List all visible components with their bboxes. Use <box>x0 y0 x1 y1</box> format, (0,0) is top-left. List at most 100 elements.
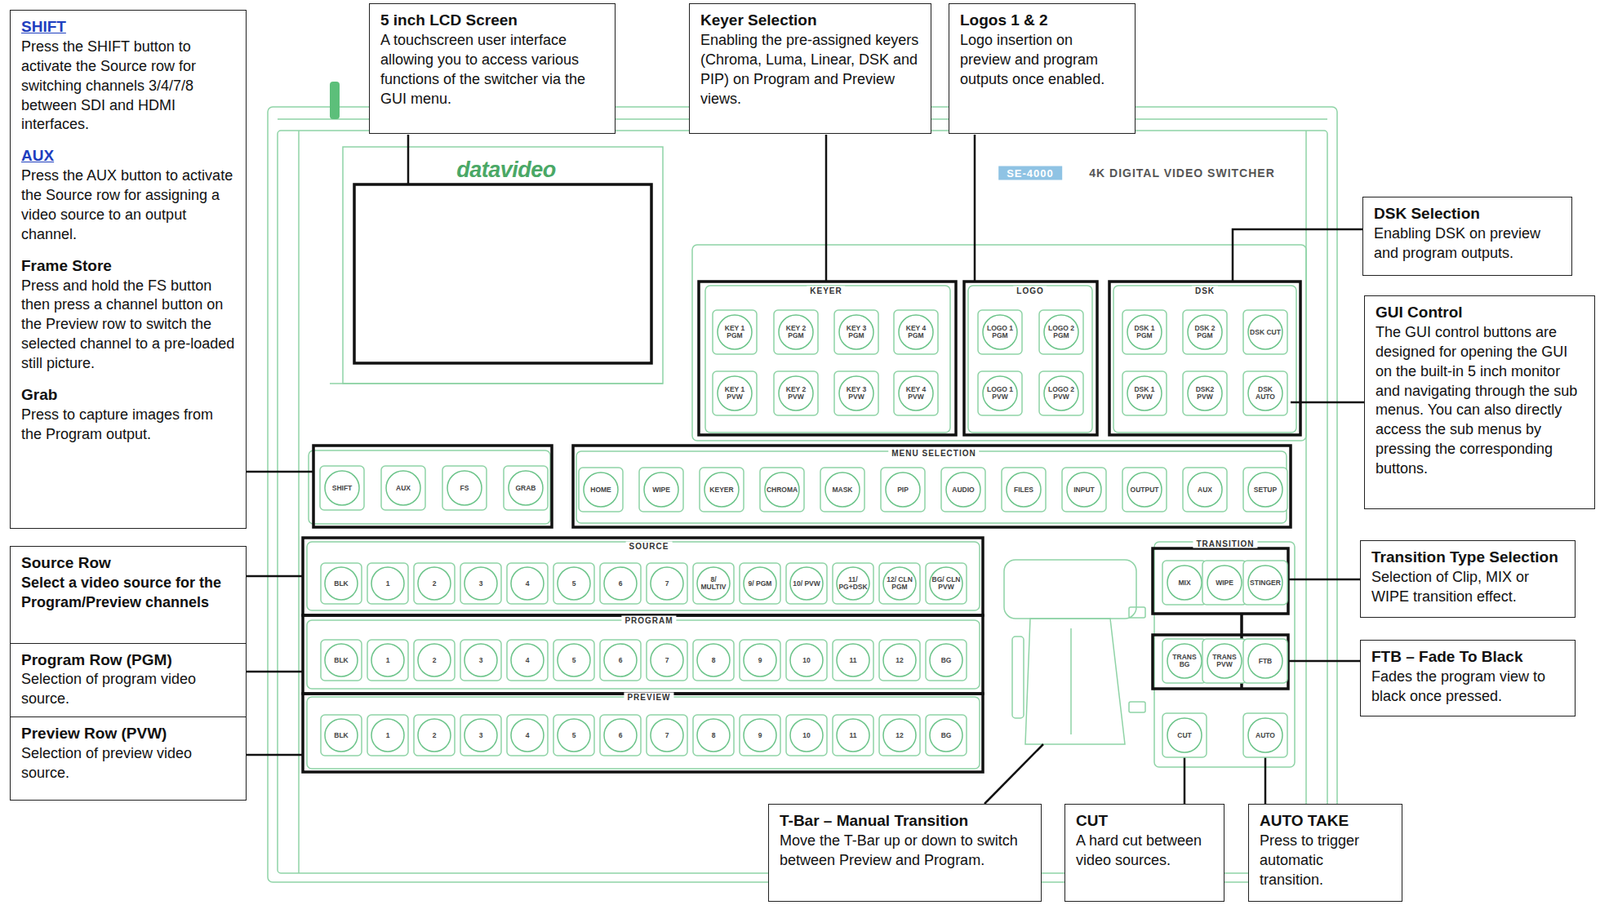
button-symbol <box>773 371 818 416</box>
button-label: WIPE <box>644 486 678 494</box>
callout-text: A touchscreen user interface allowing yo… <box>380 31 605 110</box>
button-label: 10 <box>790 657 823 665</box>
button-label: 2 <box>417 580 451 588</box>
button-label: 5 <box>557 580 591 588</box>
button-symbol <box>553 715 595 756</box>
button-label: 1 <box>371 580 405 588</box>
button-label: AUX <box>1188 486 1222 494</box>
button-label: KEY 4 PVW <box>899 386 933 401</box>
button-symbol <box>925 563 967 605</box>
button-symbol <box>1243 371 1288 416</box>
button-symbol <box>503 466 548 511</box>
panel-section-label: KEYER <box>806 286 845 296</box>
button-symbol <box>832 715 874 756</box>
button-label: GRAB <box>509 484 543 493</box>
button-label: 6 <box>604 732 637 740</box>
button-symbol <box>1243 639 1288 684</box>
button-symbol <box>1122 467 1167 512</box>
button-symbol <box>600 640 641 681</box>
callout-heading: Program Row (PGM) <box>21 650 236 672</box>
button-label: DSK AUTO <box>1248 386 1282 401</box>
button-symbol <box>893 310 938 355</box>
button-label: WIPE <box>1208 579 1241 587</box>
button-label: OUTPUT <box>1128 486 1161 494</box>
button-label: LOGO 2 PVW <box>1044 386 1078 401</box>
button-label: 3 <box>464 657 498 665</box>
button-symbol <box>1162 713 1207 758</box>
button-symbol <box>1182 467 1227 512</box>
button-label: DSK2 PVW <box>1188 386 1222 401</box>
button-label: 8 <box>697 732 730 740</box>
panel-section-label: PREVIEW <box>623 693 674 703</box>
button-symbol <box>1243 310 1288 355</box>
button-symbol <box>832 563 874 605</box>
callout-box: Preview Row (PVW)Selection of preview vi… <box>9 716 247 801</box>
button-label: FTB <box>1248 657 1282 666</box>
button-symbol <box>1243 713 1288 758</box>
button-label: KEYER <box>705 486 738 494</box>
button-label: 3 <box>464 732 498 740</box>
button-label: CUT <box>1168 732 1201 740</box>
callout-heading: AUX <box>21 146 236 167</box>
button-symbol <box>460 640 502 681</box>
button-label: KEY 1 PVW <box>718 386 752 401</box>
panel-section-label: LOGO <box>1013 286 1047 296</box>
button-label: KEY 3 PVW <box>840 386 873 401</box>
button-label: DSK CUT <box>1248 328 1282 337</box>
button-label: 4 <box>511 657 544 665</box>
button-label: 12 <box>883 732 916 740</box>
callout-text: Press the AUX button to activate the Sou… <box>21 166 236 245</box>
button-label: PIP <box>886 486 920 494</box>
button-label: 5 <box>557 657 591 665</box>
callout-text: Logo insertion on preview and program ou… <box>960 31 1125 90</box>
button-label: 6 <box>604 657 637 665</box>
callout-box: Program Row (PGM)Selection of program vi… <box>9 643 247 719</box>
button-symbol <box>977 310 1023 355</box>
button-symbol <box>1039 371 1084 416</box>
callout-heading: Preview Row (PVW) <box>21 724 236 745</box>
button-label: BLK <box>324 732 358 740</box>
callout-text: Select a video source for the Program/Pr… <box>21 573 236 614</box>
button-symbol <box>1202 639 1247 684</box>
button-symbol <box>506 715 548 756</box>
button-label: HOME <box>584 486 618 494</box>
button-symbol <box>553 563 595 605</box>
button-symbol <box>879 640 920 681</box>
button-label: AUDIO <box>946 486 980 494</box>
callout-text: Press to trigger automatic transition. <box>1259 831 1392 891</box>
button-symbol <box>739 715 781 756</box>
callout-heading: GUI Control <box>1375 302 1584 324</box>
button-label: SHIFT <box>325 484 359 493</box>
callout-heading: 5 inch LCD Screen <box>380 10 605 32</box>
button-label: 2 <box>417 657 451 665</box>
callout-heading: DSK Selection <box>1373 204 1561 225</box>
callout-box: Transition Type SelectionSelection of Cl… <box>1360 540 1576 618</box>
button-label: 3 <box>464 580 498 588</box>
button-label: 7 <box>650 657 684 665</box>
callout-heading: AUTO TAKE <box>1259 811 1392 832</box>
button-label: 4 <box>511 580 544 588</box>
button-label: AUTO <box>1248 732 1282 740</box>
callout-text: A hard cut between video sources. <box>1075 831 1214 872</box>
button-symbol <box>739 563 781 605</box>
button-label: CHROMA <box>765 486 799 494</box>
button-label: BG <box>929 732 963 740</box>
button-label: DSK 2 PGM <box>1188 324 1222 340</box>
button-symbol <box>320 640 362 681</box>
callout-text: Selection of preview video source. <box>21 744 236 784</box>
button-symbol <box>1162 639 1207 684</box>
callout-box: Source RowSelect a video source for the … <box>9 546 247 645</box>
button-label: 11/ PG+DSK <box>836 576 870 592</box>
callout-text: Fades the program view to black once pre… <box>1371 667 1565 707</box>
button-symbol <box>786 563 827 605</box>
button-label: DSK 1 PVW <box>1128 386 1161 401</box>
callout-heading: Frame Store <box>21 256 236 277</box>
button-symbol <box>879 563 920 605</box>
button-label: 6 <box>604 580 637 588</box>
callout-text: Press to capture images from the Program… <box>21 405 236 445</box>
button-label: KEY 4 PGM <box>899 324 933 340</box>
callout-box: Keyer SelectionEnabling the pre-assigned… <box>688 3 932 134</box>
button-label: 9 <box>743 732 777 740</box>
button-label: KEY 2 PGM <box>779 324 813 340</box>
button-label: SETUP <box>1248 486 1282 494</box>
